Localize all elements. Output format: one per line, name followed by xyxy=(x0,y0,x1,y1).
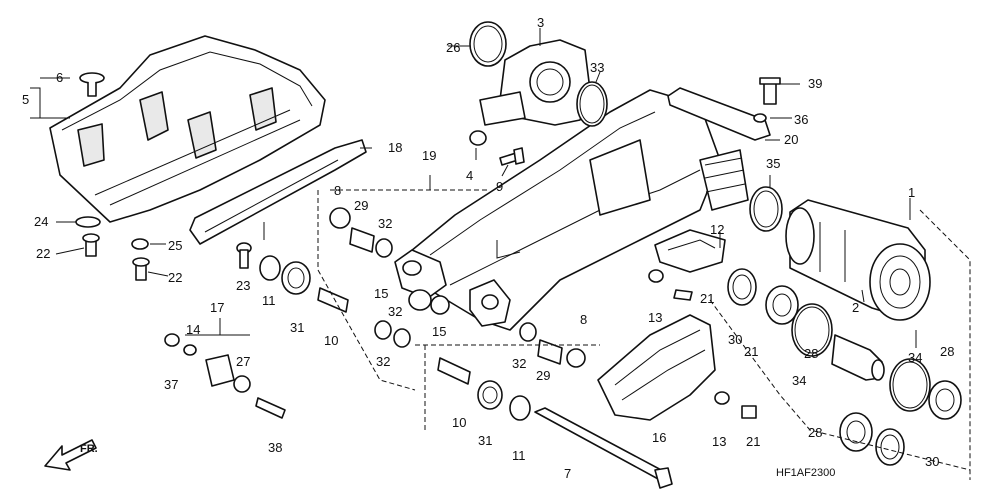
callout-32: 32 xyxy=(512,356,526,371)
callout-12: 12 xyxy=(710,222,724,237)
callout-36: 36 xyxy=(794,112,808,127)
callout-labels: 1234567889101011111213131415151617181920… xyxy=(22,15,954,481)
eccentric-hub xyxy=(749,186,931,321)
group-brackets xyxy=(30,77,971,480)
callout-8: 8 xyxy=(580,312,587,327)
callout-21: 21 xyxy=(700,291,714,306)
swingarm-body xyxy=(394,89,749,331)
callout-13: 13 xyxy=(712,434,726,449)
callout-30: 30 xyxy=(925,454,939,469)
hardware xyxy=(75,130,757,489)
callout-25: 25 xyxy=(168,238,182,253)
caliper-bracket xyxy=(469,21,608,127)
callout-22: 22 xyxy=(36,246,50,261)
callout-9: 9 xyxy=(496,179,503,194)
callout-22: 22 xyxy=(168,270,182,285)
leader-lines xyxy=(55,28,917,348)
front-direction-arrow-icon xyxy=(44,439,97,471)
callout-26: 26 xyxy=(446,40,460,55)
callout-17: 17 xyxy=(210,300,224,315)
callout-37: 37 xyxy=(164,377,178,392)
callout-1: 1 xyxy=(908,185,915,200)
callout-27: 27 xyxy=(236,354,250,369)
callout-16: 16 xyxy=(652,430,666,445)
callout-33: 33 xyxy=(590,60,604,75)
callout-4: 4 xyxy=(466,168,473,183)
callout-28: 28 xyxy=(804,346,818,361)
callout-31: 31 xyxy=(290,320,304,335)
callout-32: 32 xyxy=(378,216,392,231)
callout-3: 3 xyxy=(537,15,544,30)
swingarm-cover xyxy=(49,35,326,223)
callout-32: 32 xyxy=(376,354,390,369)
callout-10: 10 xyxy=(452,415,466,430)
callout-18: 18 xyxy=(388,140,402,155)
callout-34: 34 xyxy=(908,350,922,365)
callout-11: 11 xyxy=(262,293,276,308)
callout-15: 15 xyxy=(374,286,388,301)
direction-label: FR. xyxy=(80,443,98,455)
callout-14: 14 xyxy=(186,322,200,337)
callout-21: 21 xyxy=(746,434,760,449)
bearing-set xyxy=(727,268,962,466)
callout-7: 7 xyxy=(564,466,571,481)
callout-13: 13 xyxy=(648,310,662,325)
callout-19: 19 xyxy=(422,148,436,163)
callout-2: 2 xyxy=(852,300,859,315)
callout-34: 34 xyxy=(792,373,806,388)
callout-10: 10 xyxy=(324,333,338,348)
chain-slider xyxy=(189,139,367,245)
callout-23: 23 xyxy=(236,278,250,293)
callout-38: 38 xyxy=(268,440,282,455)
callout-5: 5 xyxy=(22,92,29,107)
callout-11: 11 xyxy=(512,448,526,463)
callout-35: 35 xyxy=(766,156,780,171)
callout-29: 29 xyxy=(536,368,550,383)
diagram-code: HF1AF2300 xyxy=(776,467,835,479)
callout-21: 21 xyxy=(744,344,758,359)
callout-28: 28 xyxy=(940,344,954,359)
callout-6: 6 xyxy=(56,70,63,85)
callout-32: 32 xyxy=(388,304,402,319)
callout-29: 29 xyxy=(354,198,368,213)
chain-guard xyxy=(597,229,726,421)
callout-28: 28 xyxy=(808,425,822,440)
callout-20: 20 xyxy=(784,132,798,147)
callout-31: 31 xyxy=(478,433,492,448)
upper-chain-guide xyxy=(667,77,781,141)
callout-39: 39 xyxy=(808,76,822,91)
callout-24: 24 xyxy=(34,214,48,229)
callout-8: 8 xyxy=(334,183,341,198)
callout-30: 30 xyxy=(728,332,742,347)
callout-15: 15 xyxy=(432,324,446,339)
